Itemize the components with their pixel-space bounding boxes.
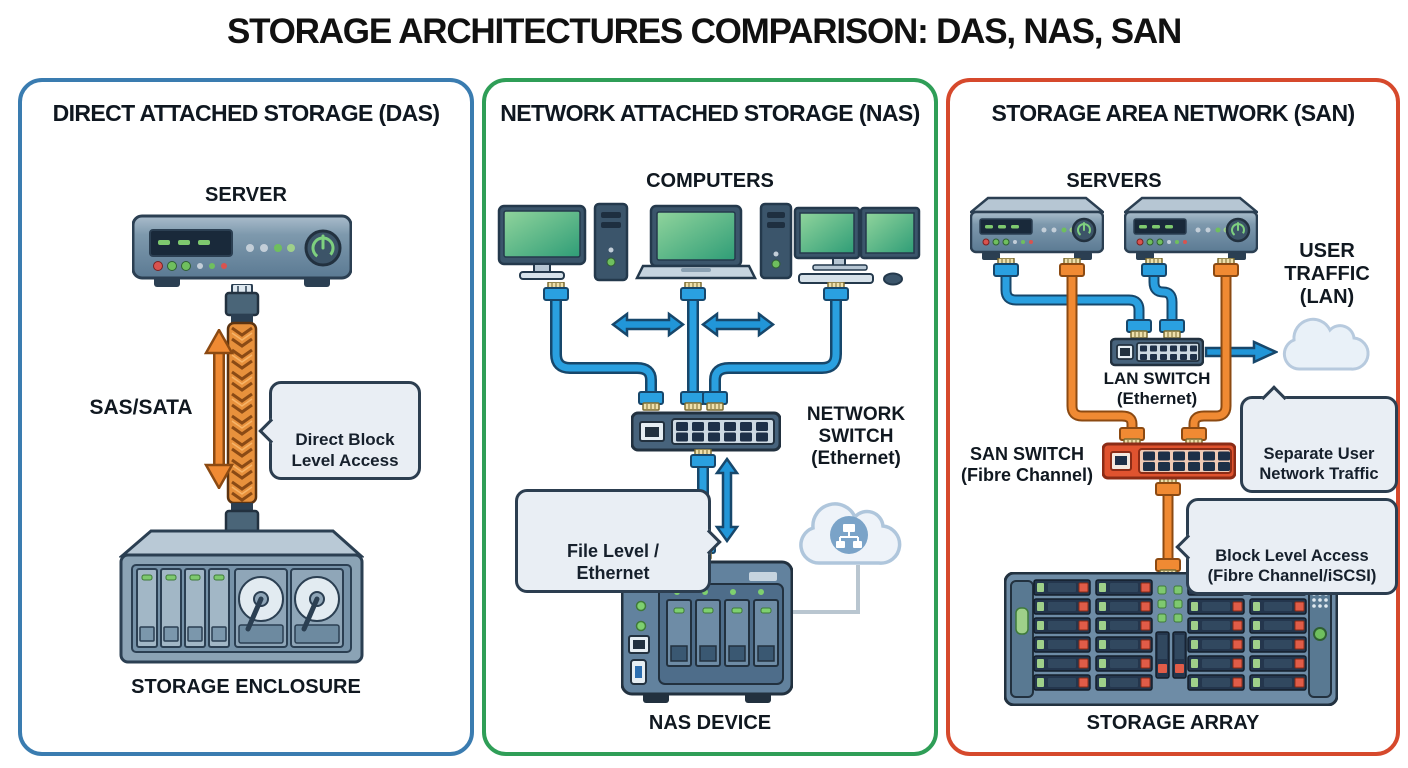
server-illustration (1124, 196, 1258, 260)
das-callout: Direct Block Level Access (258, 381, 421, 480)
san-block-callout: Block Level Access (Fibre Channel/iSCSI) (1175, 498, 1398, 595)
das-enclosure-label: STORAGE ENCLOSURE (131, 676, 361, 698)
fc-cable-illustration (1155, 477, 1181, 578)
nas-device-label: NAS DEVICE (648, 712, 772, 734)
double-arrow-icon (714, 456, 740, 544)
client-computers-illustration (497, 202, 921, 286)
san-array-label: STORAGE ARRAY (1086, 712, 1260, 734)
sas-double-arrow-icon (204, 329, 234, 489)
nas-device-illustration (621, 560, 793, 703)
nas-callout: File Level / Ethernet (515, 489, 722, 593)
san-user-traffic-label: USER TRAFFIC (LAN) (1284, 240, 1370, 308)
san-user-callout-text: Separate User Network Traffic (1259, 445, 1379, 484)
lan-cloud-icon (1282, 317, 1370, 371)
ethernet-cables-illustration (543, 282, 849, 411)
san-switch-label: SAN SWITCH (Fibre Channel) (960, 444, 1093, 485)
das-cable-label: SAS/SATA (89, 396, 193, 419)
san-panel: STORAGE AREA NETWORK (SAN) SERVERS (946, 78, 1400, 756)
nas-callout-text: File Level / Ethernet (566, 540, 660, 583)
nas-switch-label: NETWORK SWITCH (Ethernet) (806, 404, 906, 469)
lan-traffic-arrow-icon (1204, 340, 1278, 364)
nas-panel: NETWORK ATTACHED STORAGE (NAS) COMPUTERS (482, 78, 938, 756)
double-arrow-icon (610, 311, 686, 338)
cloud-link-line (788, 565, 860, 614)
main-title: STORAGE ARCHITECTURES COMPARISON: DAS, N… (226, 12, 1182, 51)
das-panel-title: DIRECT ATTACHED STORAGE (DAS) (52, 100, 440, 126)
network-switch-illustration (631, 411, 781, 452)
san-switch-illustration (1102, 442, 1236, 480)
san-cables-illustration (993, 258, 1239, 447)
double-arrow-icon (700, 311, 776, 338)
storage-array-illustration (1004, 572, 1338, 706)
san-servers-label: SERVERS (1066, 170, 1162, 192)
nas-computers-label: COMPUTERS (646, 170, 774, 192)
das-server-label: SERVER (205, 184, 287, 206)
storage-enclosure-illustration (119, 529, 364, 664)
server-illustration (970, 196, 1104, 260)
cloud-icon (799, 502, 902, 565)
san-block-callout-text: Block Level Access (Fibre Channel/iSCSI) (1207, 547, 1377, 586)
das-panel: DIRECT ATTACHED STORAGE (DAS) SERVER (18, 78, 474, 756)
lan-switch-illustration (1110, 337, 1204, 367)
nas-panel-title: NETWORK ATTACHED STORAGE (NAS) (500, 100, 920, 126)
san-user-callout: Separate User Network Traffic (1240, 385, 1398, 493)
sas-cable-illustration (224, 284, 260, 542)
san-panel-title: STORAGE AREA NETWORK (SAN) (991, 100, 1355, 126)
san-lan-switch-label: LAN SWITCH (Ethernet) (1103, 369, 1211, 408)
das-callout-text: Direct Block Level Access (291, 430, 399, 471)
server-illustration (132, 214, 352, 287)
